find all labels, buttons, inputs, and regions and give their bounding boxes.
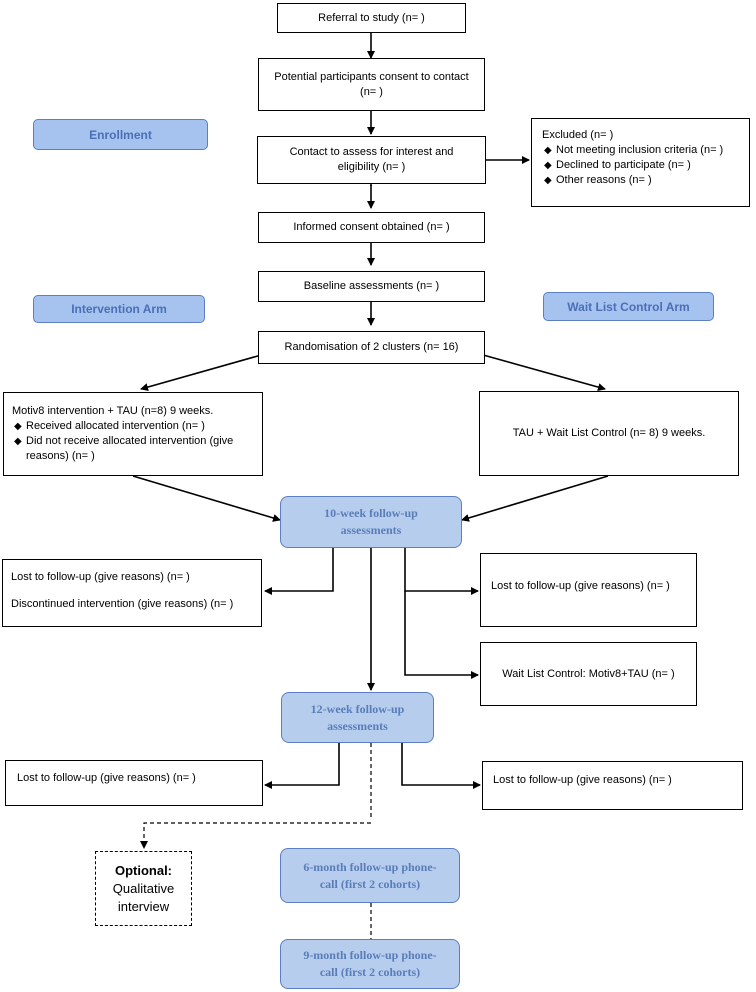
bullet-icon: ◆ (14, 421, 22, 432)
bullet-icon: ◆ (544, 145, 552, 156)
intervention-arm-label: Intervention Arm (33, 295, 205, 323)
wait-list-arm-label: Wait List Control Arm (543, 292, 714, 321)
excluded-item: ◆Declined to participate (n= ) (544, 159, 691, 171)
week12-followup-box: 12-week follow-up assessments (281, 692, 434, 743)
lost-right-10wk-text: Lost to follow-up (give reasons) (n= ) (491, 580, 670, 592)
month6-followup-box: 6-month follow-up phone- call (first 2 c… (280, 848, 460, 903)
excluded-box: Excluded (n= ) ◆Not meeting inclusion cr… (531, 118, 750, 207)
excluded-title: Excluded (n= ) (542, 129, 614, 141)
control-box: TAU + Wait List Control (n= 8) 9 weeks. (479, 391, 739, 476)
consent-contact-box: Potential participants consent to contac… (258, 58, 485, 111)
assess-line2: eligibility (n= ) (337, 161, 406, 173)
arrow-intervention-10wk (132, 475, 281, 522)
arrow-10wk-lost-right (404, 548, 479, 595)
lost-left-12wk-text: Lost to follow-up (give reasons) (n= ) (17, 772, 196, 784)
intervention-title: Motiv8 intervention + TAU (n=8) 9 weeks. (12, 405, 214, 417)
month6-line2: call (first 2 cohorts) (319, 876, 421, 891)
week12-line1: 12-week follow-up (310, 701, 405, 716)
control-text: TAU + Wait List Control (n= 8) 9 weeks. (512, 427, 706, 439)
bullet-icon: ◆ (14, 436, 22, 447)
randomisation-text: Randomisation of 2 clusters (n= 16) (284, 341, 459, 353)
wait-list-motiv8-text: Wait List Control: Motiv8+TAU (n= ) (502, 667, 675, 680)
week12-line2: assessments (327, 718, 388, 733)
optional-label: Optional: (114, 862, 173, 878)
lost-right-10wk-box: Lost to follow-up (give reasons) (n= ) (480, 553, 697, 627)
optional-interview-box: Optional: Qualitative interview (95, 851, 192, 926)
excluded-item: ◆Not meeting inclusion criteria (n= ) (544, 144, 724, 156)
arrow-12wk-lost-right (401, 743, 481, 789)
week10-followup-box: 10-week follow-up assessments (280, 496, 462, 548)
baseline-box: Baseline assessments (n= ) (258, 271, 485, 302)
arrow-12wk-lost-left (264, 743, 340, 789)
randomisation-box: Randomisation of 2 clusters (n= 16) (258, 331, 485, 364)
optional-line2: Qualitative (112, 880, 175, 896)
month6-line1: 6-month follow-up phone- (303, 859, 437, 874)
consent-contact-line1: Potential participants consent to contac… (274, 70, 469, 83)
lost-right-12wk-text: Lost to follow-up (give reasons) (n= ) (493, 774, 672, 786)
lost-left-10wk-line1: Lost to follow-up (give reasons) (n= ) (11, 571, 190, 583)
week10-line1: 10-week follow-up (324, 506, 418, 520)
week10-line2: assessments (340, 523, 402, 537)
referral-text: Referral to study (n= ) (318, 11, 425, 24)
month9-line1: 9-month follow-up phone- (303, 948, 437, 962)
lost-left-10wk-box: Lost to follow-up (give reasons) (n= ) D… (2, 559, 262, 627)
wait-list-motiv8-box: Wait List Control: Motiv8+TAU (n= ) (480, 642, 697, 706)
intervention-box: Motiv8 intervention + TAU (n=8) 9 weeks.… (3, 392, 263, 476)
bullet-icon: ◆ (544, 175, 552, 186)
assess-eligibility-box: Contact to assess for interest and eligi… (257, 136, 486, 184)
excluded-item: ◆Other reasons (n= ) (544, 174, 652, 186)
lost-left-12wk-box: Lost to follow-up (give reasons) (n= ) (5, 760, 263, 806)
optional-line3: interview (117, 898, 170, 914)
baseline-text: Baseline assessments (n= ) (303, 280, 440, 292)
month9-followup-box: 9-month follow-up phone- call (first 2 c… (280, 939, 460, 989)
arrow-10wk-lost-left (264, 548, 334, 595)
arrow-control-10wk (461, 475, 609, 522)
informed-consent-box: Informed consent obtained (n= ) (258, 212, 485, 243)
arrow-10wk-waitlist (404, 591, 479, 679)
bullet-icon: ◆ (544, 160, 552, 171)
enrollment-label: Enrollment (33, 119, 208, 150)
referral-box: Referral to study (n= ) (277, 3, 466, 33)
dashed-to-optional (140, 822, 371, 849)
informed-consent-text: Informed consent obtained (n= ) (293, 221, 450, 233)
intervention-item: ◆Received allocated intervention (n= ) (14, 420, 205, 432)
month9-line2: call (first 2 cohorts) (319, 965, 421, 979)
consent-contact-line2: (n= ) (360, 85, 383, 98)
lost-left-10wk-line2: Discontinued intervention (give reasons)… (11, 598, 234, 610)
assess-line1: Contact to assess for interest and (289, 146, 454, 158)
intervention-item: ◆Did not receive allocated intervention … (14, 435, 234, 462)
lost-right-12wk-box: Lost to follow-up (give reasons) (n= ) (482, 761, 743, 810)
